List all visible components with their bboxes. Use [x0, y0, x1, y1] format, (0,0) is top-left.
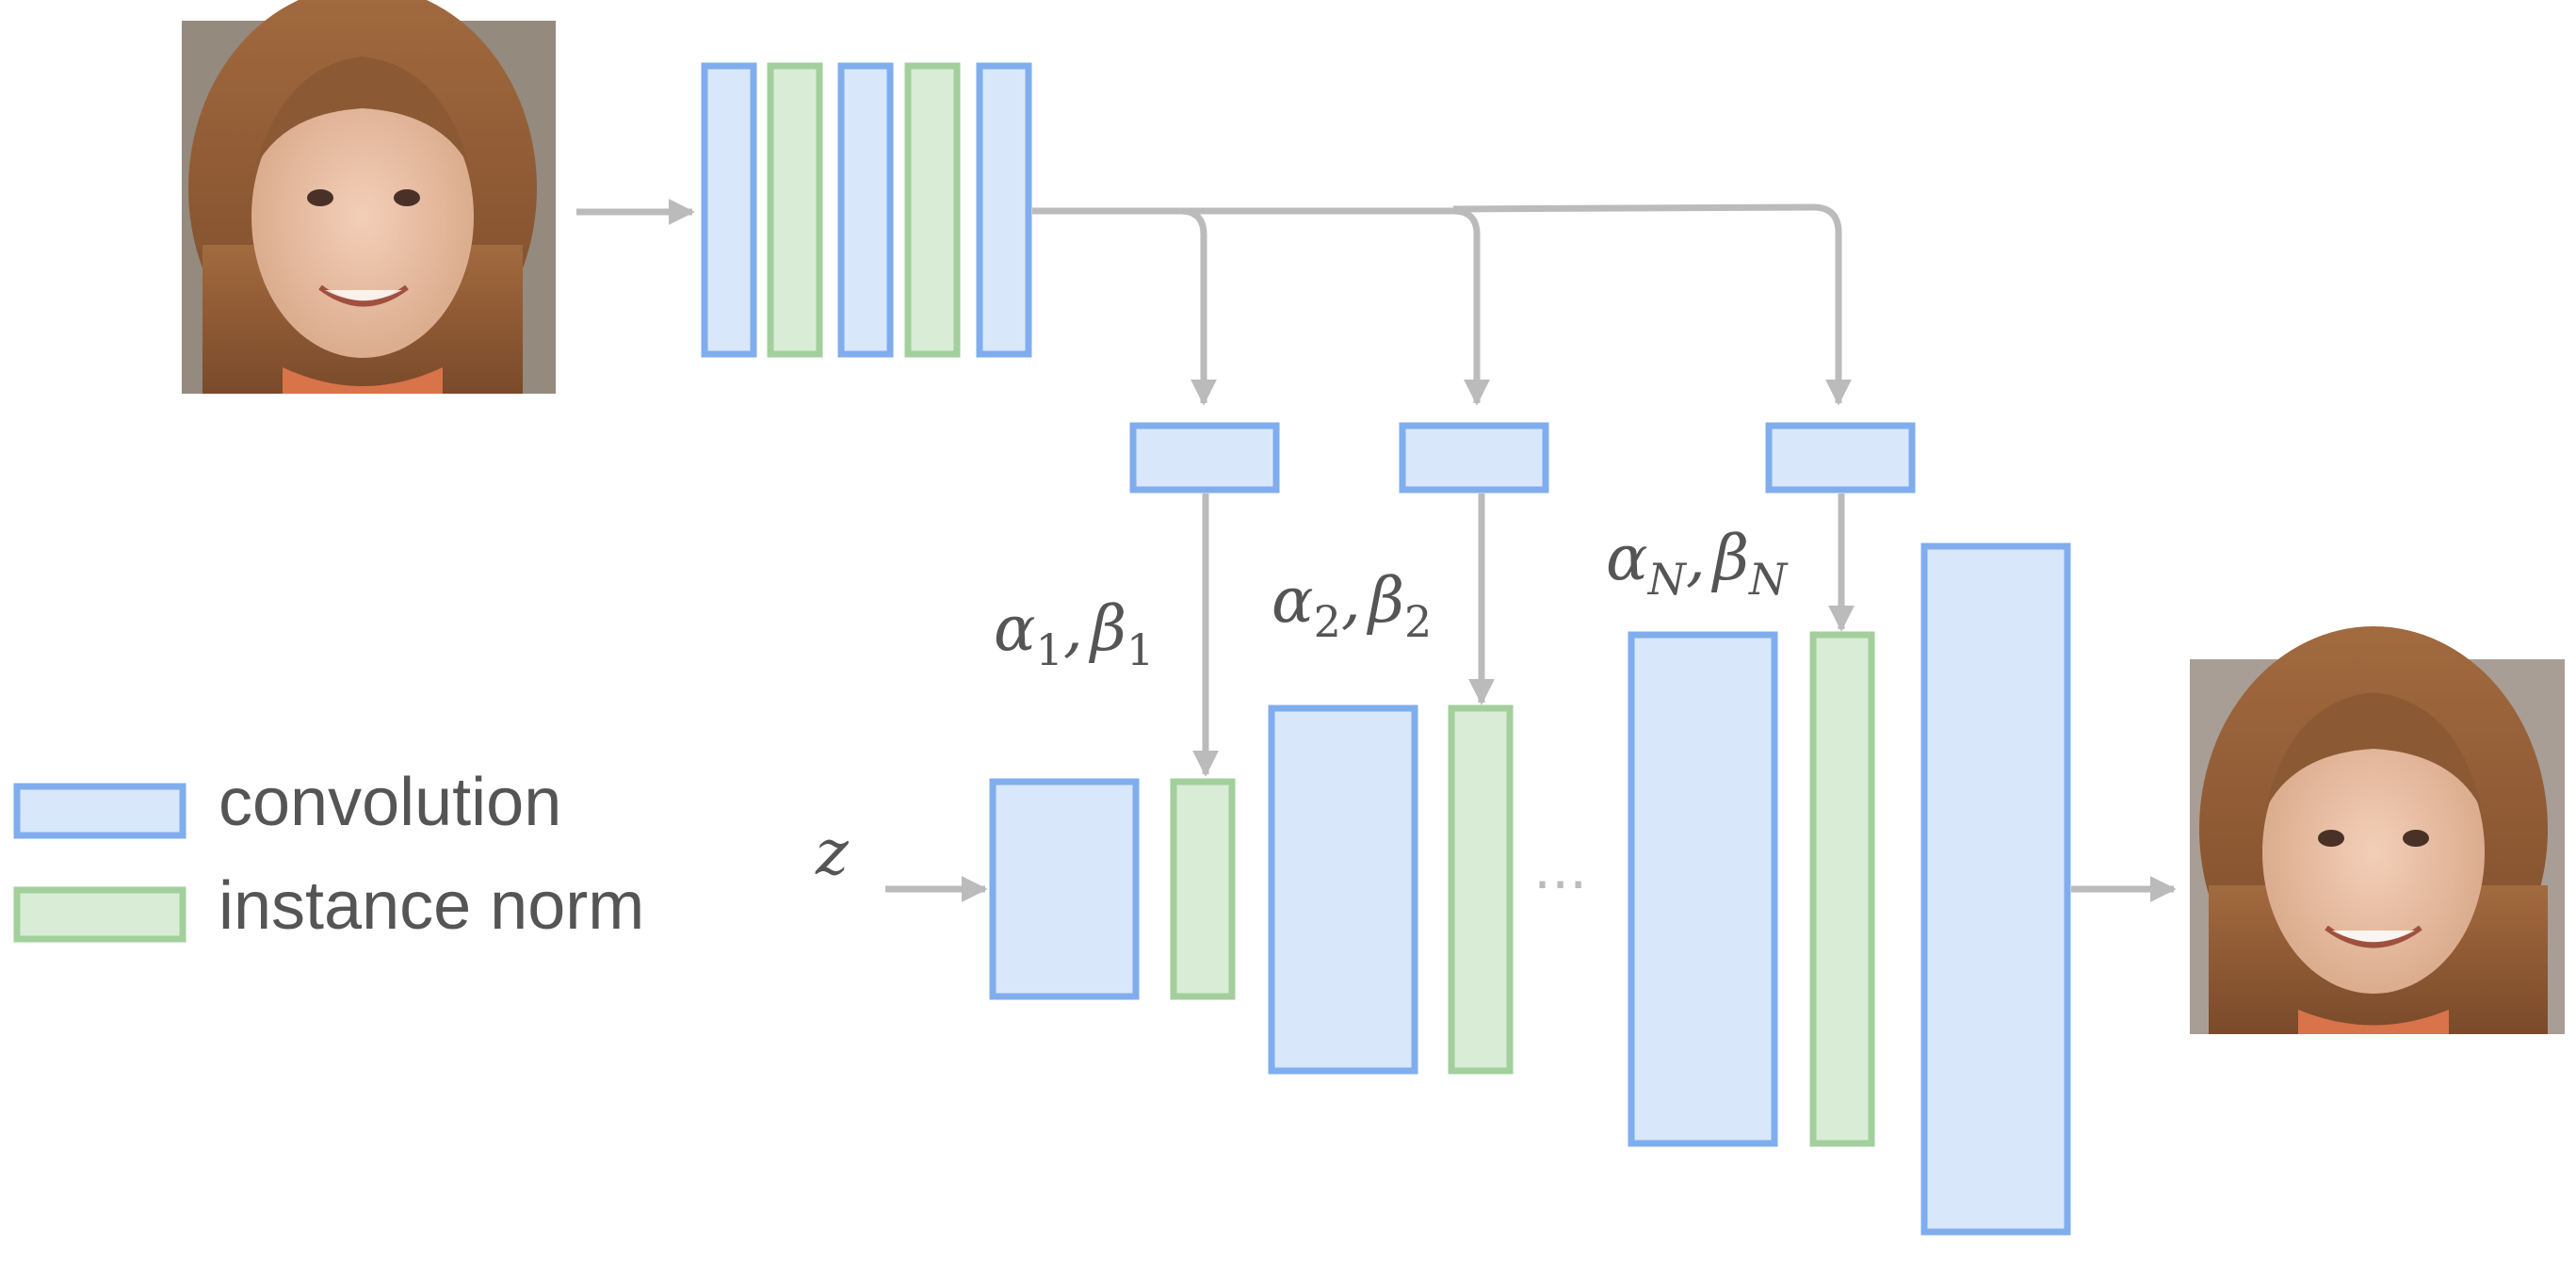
input-face-image: [182, 0, 556, 394]
legend-instance-norm-label: instance norm: [219, 868, 644, 944]
generator-norm-N: [1809, 631, 1875, 1147]
latent-z-label: z: [815, 817, 850, 889]
generator-conv-N: [1628, 631, 1778, 1147]
generator-conv-final: [1920, 542, 2071, 1236]
legend-conv-swatch: [13, 783, 186, 839]
mapping-conv-2: [1399, 422, 1549, 494]
branch-connectors: [1032, 203, 1852, 406]
branch-arrow-N: [1452, 203, 1852, 406]
encoder-norm-1: [767, 62, 823, 358]
mapping-conv-1: [1129, 422, 1280, 494]
generator-norm-2: [1448, 704, 1514, 1075]
label-alphaN-betaN: αN,βN: [1606, 522, 1789, 605]
encoder-conv-3: [976, 62, 1032, 358]
legend-convolution-label: convolution: [219, 765, 561, 840]
branch-arrow-2: [1180, 207, 1490, 406]
ellipsis: ···: [1533, 852, 1587, 918]
generator-conv-2: [1268, 704, 1418, 1075]
encoder-norm-2: [904, 62, 961, 358]
branch-arrow-1: [1032, 207, 1217, 406]
label-alpha2-beta2: α2,β2: [1272, 564, 1432, 647]
encoder-conv-1: [701, 62, 757, 358]
generator-norm-1: [1170, 778, 1236, 1000]
encoder-stack: [701, 62, 1032, 358]
label-alpha1-beta1: α1,β1: [994, 592, 1154, 675]
legend: convolution instance norm: [13, 765, 644, 944]
generator-conv-1: [989, 778, 1140, 1000]
output-face-image: [2190, 626, 2565, 1034]
encoder-conv-2: [837, 62, 894, 358]
generator-stack: [989, 542, 2071, 1236]
legend-norm-swatch: [13, 886, 186, 943]
mapping-conv-N: [1765, 422, 1916, 494]
